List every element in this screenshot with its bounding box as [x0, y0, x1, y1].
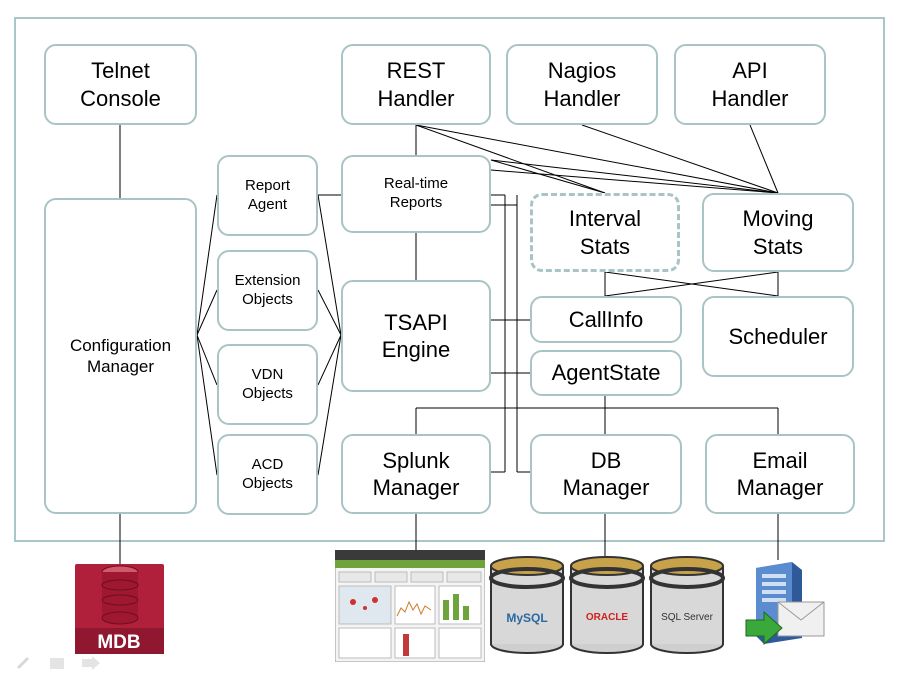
mysql-database-icon: MySQL — [489, 556, 565, 654]
splunk-manager-box: Splunk Manager — [341, 434, 491, 514]
configuration-manager-box: Configuration Manager — [44, 198, 197, 514]
report-agent-box: Report Agent — [217, 155, 318, 236]
nagios-handler-box: Nagios Handler — [506, 44, 658, 125]
agentstate-box: AgentState — [530, 350, 682, 396]
pen-icon[interactable] — [16, 656, 30, 670]
telnet-console-box: Telnet Console — [44, 44, 197, 125]
mysql-label: MySQL — [506, 611, 547, 625]
oracle-label: ORACLE — [586, 612, 629, 623]
arrow-icon[interactable] — [82, 656, 100, 670]
mdb-database-icon: MDB — [75, 564, 164, 654]
tsapi-engine-box: TSAPI Engine — [341, 280, 491, 392]
rest-handler-box: REST Handler — [341, 44, 491, 125]
scheduler-box: Scheduler — [702, 296, 854, 377]
mdb-label: MDB — [97, 632, 140, 653]
realtime-reports-box: Real-time Reports — [341, 155, 491, 233]
callinfo-box: CallInfo — [530, 296, 682, 343]
moving-stats-box: Moving Stats — [702, 193, 854, 272]
system-boundary — [14, 17, 885, 542]
sqlserver-database-icon: SQL Server — [649, 556, 725, 654]
vdn-objects-box: VDN Objects — [217, 344, 318, 425]
extension-objects-box: Extension Objects — [217, 250, 318, 331]
sqlserver-label: SQL Server — [661, 612, 714, 623]
menu-icon[interactable] — [50, 658, 64, 669]
acd-objects-box: ACD Objects — [217, 434, 318, 515]
interval-stats-box: Interval Stats — [530, 193, 680, 272]
slide-toolbar — [16, 656, 100, 670]
email-server-icon — [745, 562, 825, 646]
splunk-dashboard-thumbnail — [335, 550, 485, 662]
oracle-database-icon: ORACLE — [569, 556, 645, 654]
email-manager-box: Email Manager — [705, 434, 855, 514]
db-manager-box: DB Manager — [530, 434, 682, 514]
api-handler-box: API Handler — [674, 44, 826, 125]
